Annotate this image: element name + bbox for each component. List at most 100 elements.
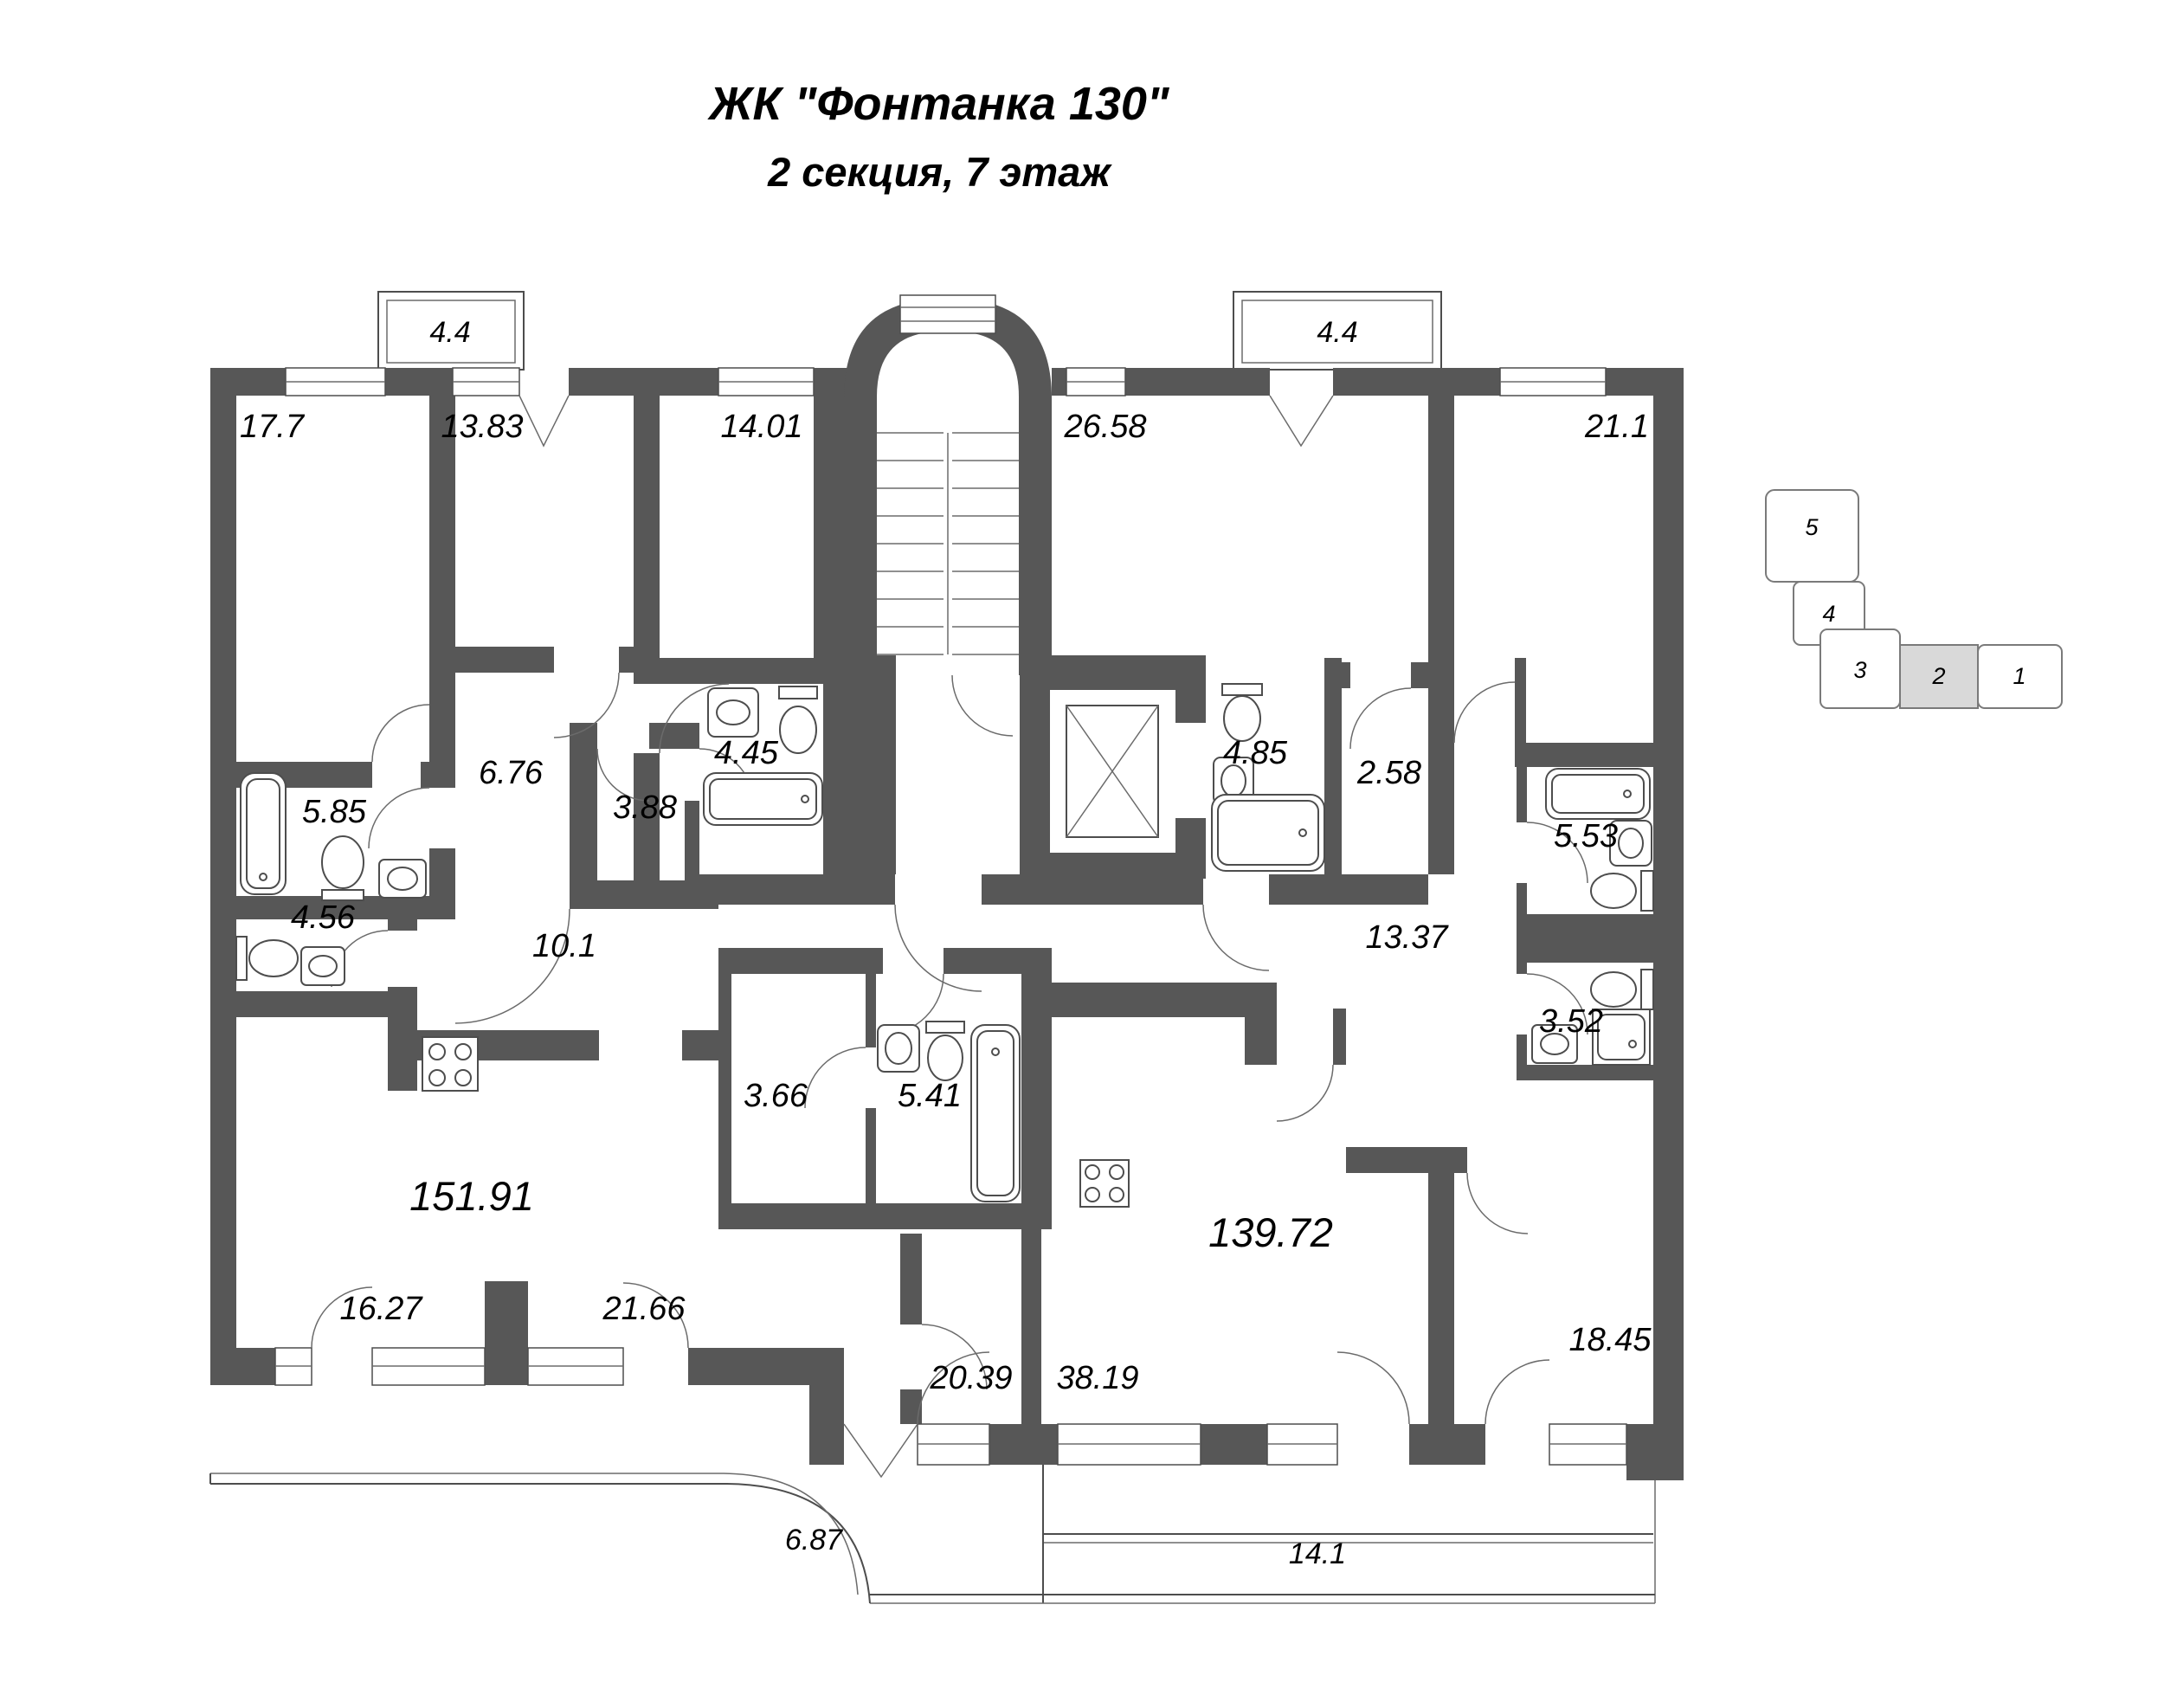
bathtub-icon xyxy=(1551,774,1645,814)
wall-segment xyxy=(1021,1229,1041,1465)
room-area-label: 5.85 xyxy=(302,794,367,830)
toilet-icon xyxy=(1590,873,1637,909)
wall-segment xyxy=(1517,914,1675,963)
room-area-label: 10.1 xyxy=(532,928,596,964)
bathtub-icon xyxy=(709,778,817,820)
balcony-doors xyxy=(518,395,1334,1479)
door-arc xyxy=(454,908,570,1024)
wall-segment xyxy=(619,647,634,673)
door-arc xyxy=(1349,687,1412,750)
door-arc xyxy=(371,704,430,763)
sink-icon xyxy=(716,699,750,725)
room-area-label: 5.41 xyxy=(898,1078,962,1114)
door-arc xyxy=(1336,1351,1410,1425)
drain-icon xyxy=(259,873,267,881)
door-arc xyxy=(804,1047,866,1109)
wall-segment xyxy=(569,368,718,396)
balcony-door-icon xyxy=(518,395,570,448)
elevator-door-opening xyxy=(1175,723,1206,818)
wall-segment xyxy=(823,655,896,874)
wall-segment xyxy=(900,1234,922,1325)
balcony-door-icon xyxy=(843,1423,918,1479)
drain-icon xyxy=(1623,790,1632,798)
elevator-cross-icon xyxy=(1066,705,1159,838)
room-area-label: 13.37 xyxy=(1365,919,1449,956)
wall-segment xyxy=(1428,396,1454,874)
balcony-area-label: 4.4 xyxy=(429,316,470,349)
locator-section-label: 1 xyxy=(2013,663,2026,689)
page-subtitle: 2 секция, 7 этаж xyxy=(767,149,1112,195)
door-arc xyxy=(1485,1359,1550,1425)
wall-segment xyxy=(982,874,1203,905)
wall-segment xyxy=(866,1108,876,1203)
wall-segment xyxy=(210,1348,275,1385)
door-arc-apartment-entrance xyxy=(1202,904,1270,971)
door-arc-apartment-entrance xyxy=(894,904,982,992)
toilet-icon xyxy=(235,936,248,981)
room-area-label: 3.88 xyxy=(613,790,677,826)
door-arc xyxy=(917,1351,990,1425)
wall-segment xyxy=(1324,658,1342,874)
locator-section-1 xyxy=(1977,644,2063,709)
section-locator: 5 4 3 2 1 xyxy=(1765,489,2063,709)
wall-segment xyxy=(388,987,417,1091)
balcony-door-icon xyxy=(1269,395,1334,448)
wall-segment xyxy=(634,396,660,684)
wall-segment xyxy=(1517,1065,1653,1080)
wall-segment xyxy=(421,762,455,788)
elevator xyxy=(1020,655,1206,879)
wall-segment xyxy=(1515,658,1526,743)
room-area-label: 2.58 xyxy=(1356,755,1421,791)
wall-segment xyxy=(1021,948,1052,1229)
room-area-label: 16.27 xyxy=(339,1291,423,1327)
wall-segment xyxy=(1515,743,1653,767)
wall-segment xyxy=(1201,1424,1267,1465)
door-arc xyxy=(553,672,620,738)
wall-segment xyxy=(1346,1147,1467,1173)
door-arc xyxy=(1466,1172,1529,1234)
door-arc-stair xyxy=(951,674,1014,737)
wall-segment xyxy=(989,1424,1058,1465)
drain-icon xyxy=(1628,1040,1637,1048)
balcony-area-label: 6.87 xyxy=(785,1524,843,1557)
stairwell xyxy=(844,294,1052,675)
wall-segment xyxy=(388,919,417,931)
wall-segment xyxy=(1269,874,1342,905)
toilet-icon xyxy=(925,1021,965,1034)
toilet-icon xyxy=(927,1034,963,1081)
elevator-car xyxy=(1066,705,1159,838)
door-arc xyxy=(1453,681,1516,744)
wall-segment xyxy=(1342,874,1428,905)
door-arc xyxy=(1526,822,1588,884)
room-area-label: 4.45 xyxy=(714,735,779,771)
door-arc xyxy=(311,1286,373,1349)
toilet-icon xyxy=(1640,870,1654,912)
wall-segment xyxy=(699,874,895,905)
wall-segment xyxy=(900,1389,922,1424)
wall-segment xyxy=(634,753,660,880)
toilet-icon xyxy=(248,939,299,977)
room-area-label: 21.1 xyxy=(1584,409,1649,445)
wall-segment xyxy=(682,1030,718,1060)
wall-segment xyxy=(718,948,883,974)
wall-segment xyxy=(1517,1034,1527,1065)
bathtub-icon xyxy=(976,1030,1014,1196)
wall-segment xyxy=(1333,368,1500,396)
door-arc xyxy=(622,1282,689,1349)
wall-segment xyxy=(429,396,455,788)
apartment-area-label: 139.72 xyxy=(1208,1209,1333,1255)
toilet-icon xyxy=(1223,695,1261,742)
bathtub-icon xyxy=(1217,800,1319,866)
room-area-label: 3.66 xyxy=(744,1078,808,1114)
locator-section-label: 4 xyxy=(1822,601,1835,627)
locator-section-label: 3 xyxy=(1853,657,1866,683)
room-area-label: 4.85 xyxy=(1223,735,1288,771)
sink-icon xyxy=(885,1032,912,1065)
wall-segment xyxy=(385,368,453,396)
wall-exterior-right xyxy=(1653,368,1684,1433)
wall-segment xyxy=(1333,1009,1346,1065)
toilet-icon xyxy=(321,889,364,901)
toilet-icon xyxy=(779,706,817,754)
locator-section-label: 5 xyxy=(1805,514,1819,540)
